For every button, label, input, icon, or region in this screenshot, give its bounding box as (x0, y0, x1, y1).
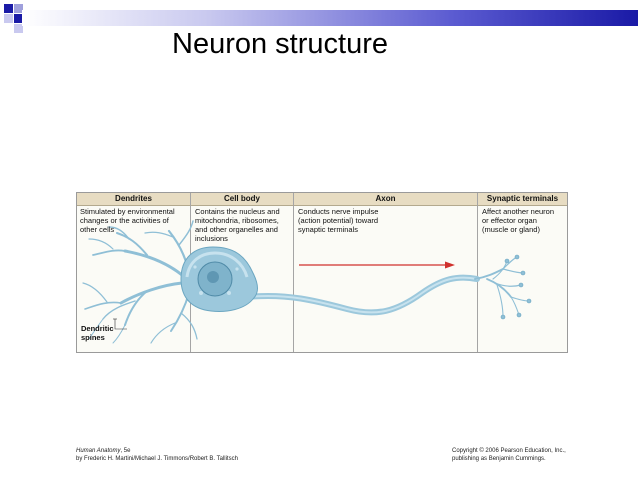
column-header-synaptic-terminals: Synaptic terminals (478, 193, 567, 205)
dendrites-description: Stimulated by environmental changes or t… (80, 207, 175, 234)
copyright-line-1: Copyright © 2006 Pearson Education, Inc.… (452, 448, 566, 454)
column-header-dendrites: Dendrites (77, 193, 190, 205)
deco-square (4, 14, 13, 23)
terminal-knobs (500, 254, 532, 320)
synaptic-terminals-description: Affect another neuron or effector organ … (482, 207, 554, 234)
deco-square (14, 14, 23, 23)
neuron-figure: Dendrites Cell body Axon Synaptic termin… (76, 192, 568, 353)
slide-title: Neuron structure (172, 28, 388, 60)
deco-square (4, 4, 13, 13)
deco-square (14, 24, 23, 33)
book-authors: by Frederic H. Martini/Michael J. Timmon… (76, 456, 238, 462)
header-divider (77, 205, 567, 206)
column-header-cell-body: Cell body (191, 193, 293, 205)
cell-body (180, 246, 258, 312)
axon-description: Conducts nerve impulse (action potential… (298, 207, 379, 234)
axon (244, 274, 480, 316)
nucleolus (207, 271, 219, 283)
copyright-line-2: publishing as Benjamin Cummings. (452, 456, 546, 462)
book-title: Human Anatomy (76, 448, 121, 454)
deco-square (14, 4, 23, 13)
arrow-head (445, 261, 455, 269)
title-gradient-bar (22, 10, 638, 26)
copyright-notice: Copyright © 2006 Pearson Education, Inc.… (452, 447, 566, 463)
cell-body-description: Contains the nucleus and mitochondria, r… (195, 207, 280, 243)
dendritic-spines-label: Dendritic spines (81, 324, 114, 342)
book-edition: , 5e (120, 448, 131, 454)
column-header-axon: Axon (294, 193, 477, 205)
book-citation: Human Anatomy, 5e by Frederic H. Martini… (76, 447, 238, 463)
spine-bracket (113, 318, 127, 330)
neuron-illustration (82, 220, 532, 344)
column-divider (477, 193, 478, 352)
column-divider (293, 193, 294, 352)
